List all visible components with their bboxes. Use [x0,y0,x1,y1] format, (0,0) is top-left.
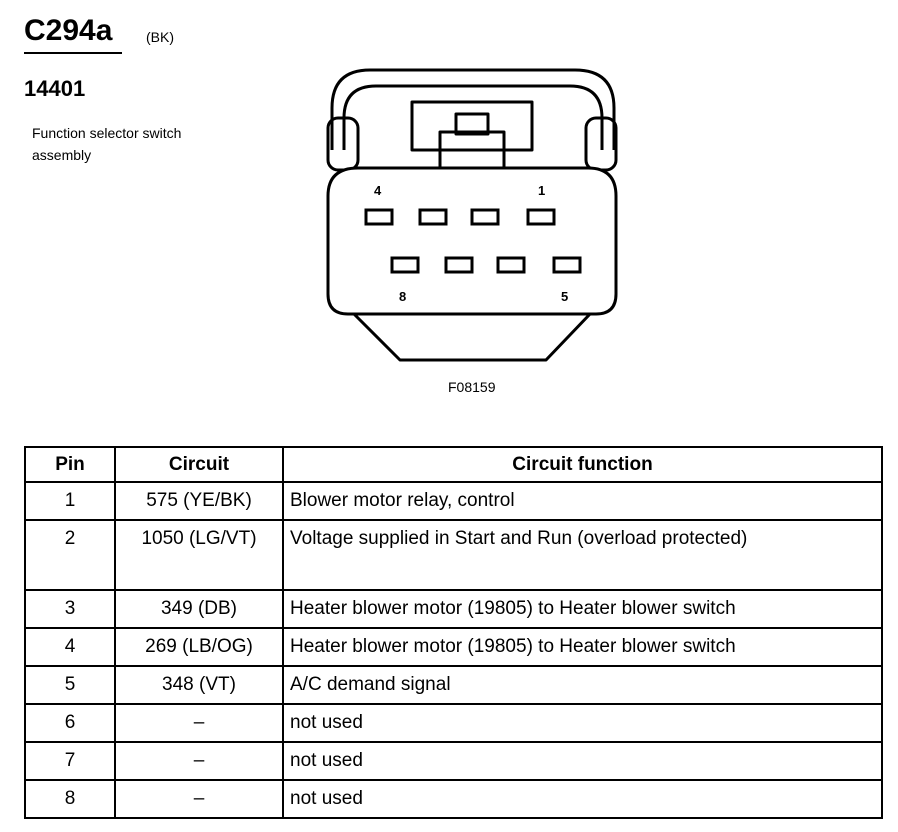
table-row: 3 349 (DB) Heater blower motor (19805) t… [24,589,883,629]
circuit-cell: 1050 (LG/VT) [114,519,284,591]
table-row: 8 – not used [24,779,883,819]
circuit-cell: 575 (YE/BK) [114,481,284,521]
pin-cavity-1 [526,208,556,226]
table-row: 6 – not used [24,703,883,743]
circuit-cell: – [114,741,284,781]
circuit-cell: 269 (LB/OG) [114,627,284,667]
circuit-cell: – [114,779,284,819]
function-cell: not used [282,703,883,743]
table-row: 2 1050 (LG/VT) Voltage supplied in Start… [24,519,883,591]
function-cell: Voltage supplied in Start and Run (overl… [282,519,883,591]
figure-id: F08159 [448,379,496,395]
table-row: 1 575 (YE/BK) Blower motor relay, contro… [24,481,883,521]
locking-key-body [438,130,506,174]
connector-id-underline [24,52,122,54]
pin-cavity-3 [418,208,448,226]
pin-cell: 5 [24,665,116,705]
locking-bracket [410,100,534,152]
function-cell: not used [282,779,883,819]
pin-cell: 7 [24,741,116,781]
pin-label-5: 5 [561,289,568,304]
pin-cavity-7 [444,256,474,274]
pin-label-4: 4 [374,183,382,198]
connector-body [326,166,618,316]
circuit-cell: – [114,703,284,743]
pin-cavity-6 [496,256,526,274]
pin-cell: 6 [24,703,116,743]
table-row: 5 348 (VT) A/C demand signal [24,665,883,705]
connector-skirt [352,312,592,362]
circuit-cell: 348 (VT) [114,665,284,705]
pin-cavity-5 [552,256,582,274]
pinout-table: Pin Circuit Circuit function 1 575 (YE/B… [24,446,883,819]
table-row: 7 – not used [24,741,883,781]
function-cell: Heater blower motor (19805) to Heater bl… [282,627,883,667]
connector-id: C294a [24,14,113,47]
pin-cell: 1 [24,481,116,521]
pin-cavity-8 [390,256,420,274]
pin-cell: 3 [24,589,116,629]
function-cell: not used [282,741,883,781]
function-cell: Heater blower motor (19805) to Heater bl… [282,589,883,629]
pin-cell: 8 [24,779,116,819]
circuit-cell: 349 (DB) [114,589,284,629]
header-circuit: Circuit [114,446,284,483]
latch-arch-inner [342,84,604,150]
function-cell: Blower motor relay, control [282,481,883,521]
pin-label-8: 8 [399,289,406,304]
pin-cell: 4 [24,627,116,667]
component-description: Function selector switch assembly [32,125,182,163]
header-function: Circuit function [282,446,883,483]
connector-face-diagram: 4 1 8 5 [326,68,618,362]
pin-cavity-4 [364,208,394,226]
latch-arch-outer [330,68,616,150]
part-number: 14401 [24,76,86,101]
table-header-row: Pin Circuit Circuit function [24,446,883,483]
pin-cell: 2 [24,519,116,591]
table-row: 4 269 (LB/OG) Heater blower motor (19805… [24,627,883,667]
function-cell: A/C demand signal [282,665,883,705]
pin-label-1: 1 [538,183,545,198]
locking-key-top [454,112,490,136]
color-code: (BK) [146,29,174,45]
header-pin: Pin [24,446,116,483]
pin-cavity-2 [470,208,500,226]
